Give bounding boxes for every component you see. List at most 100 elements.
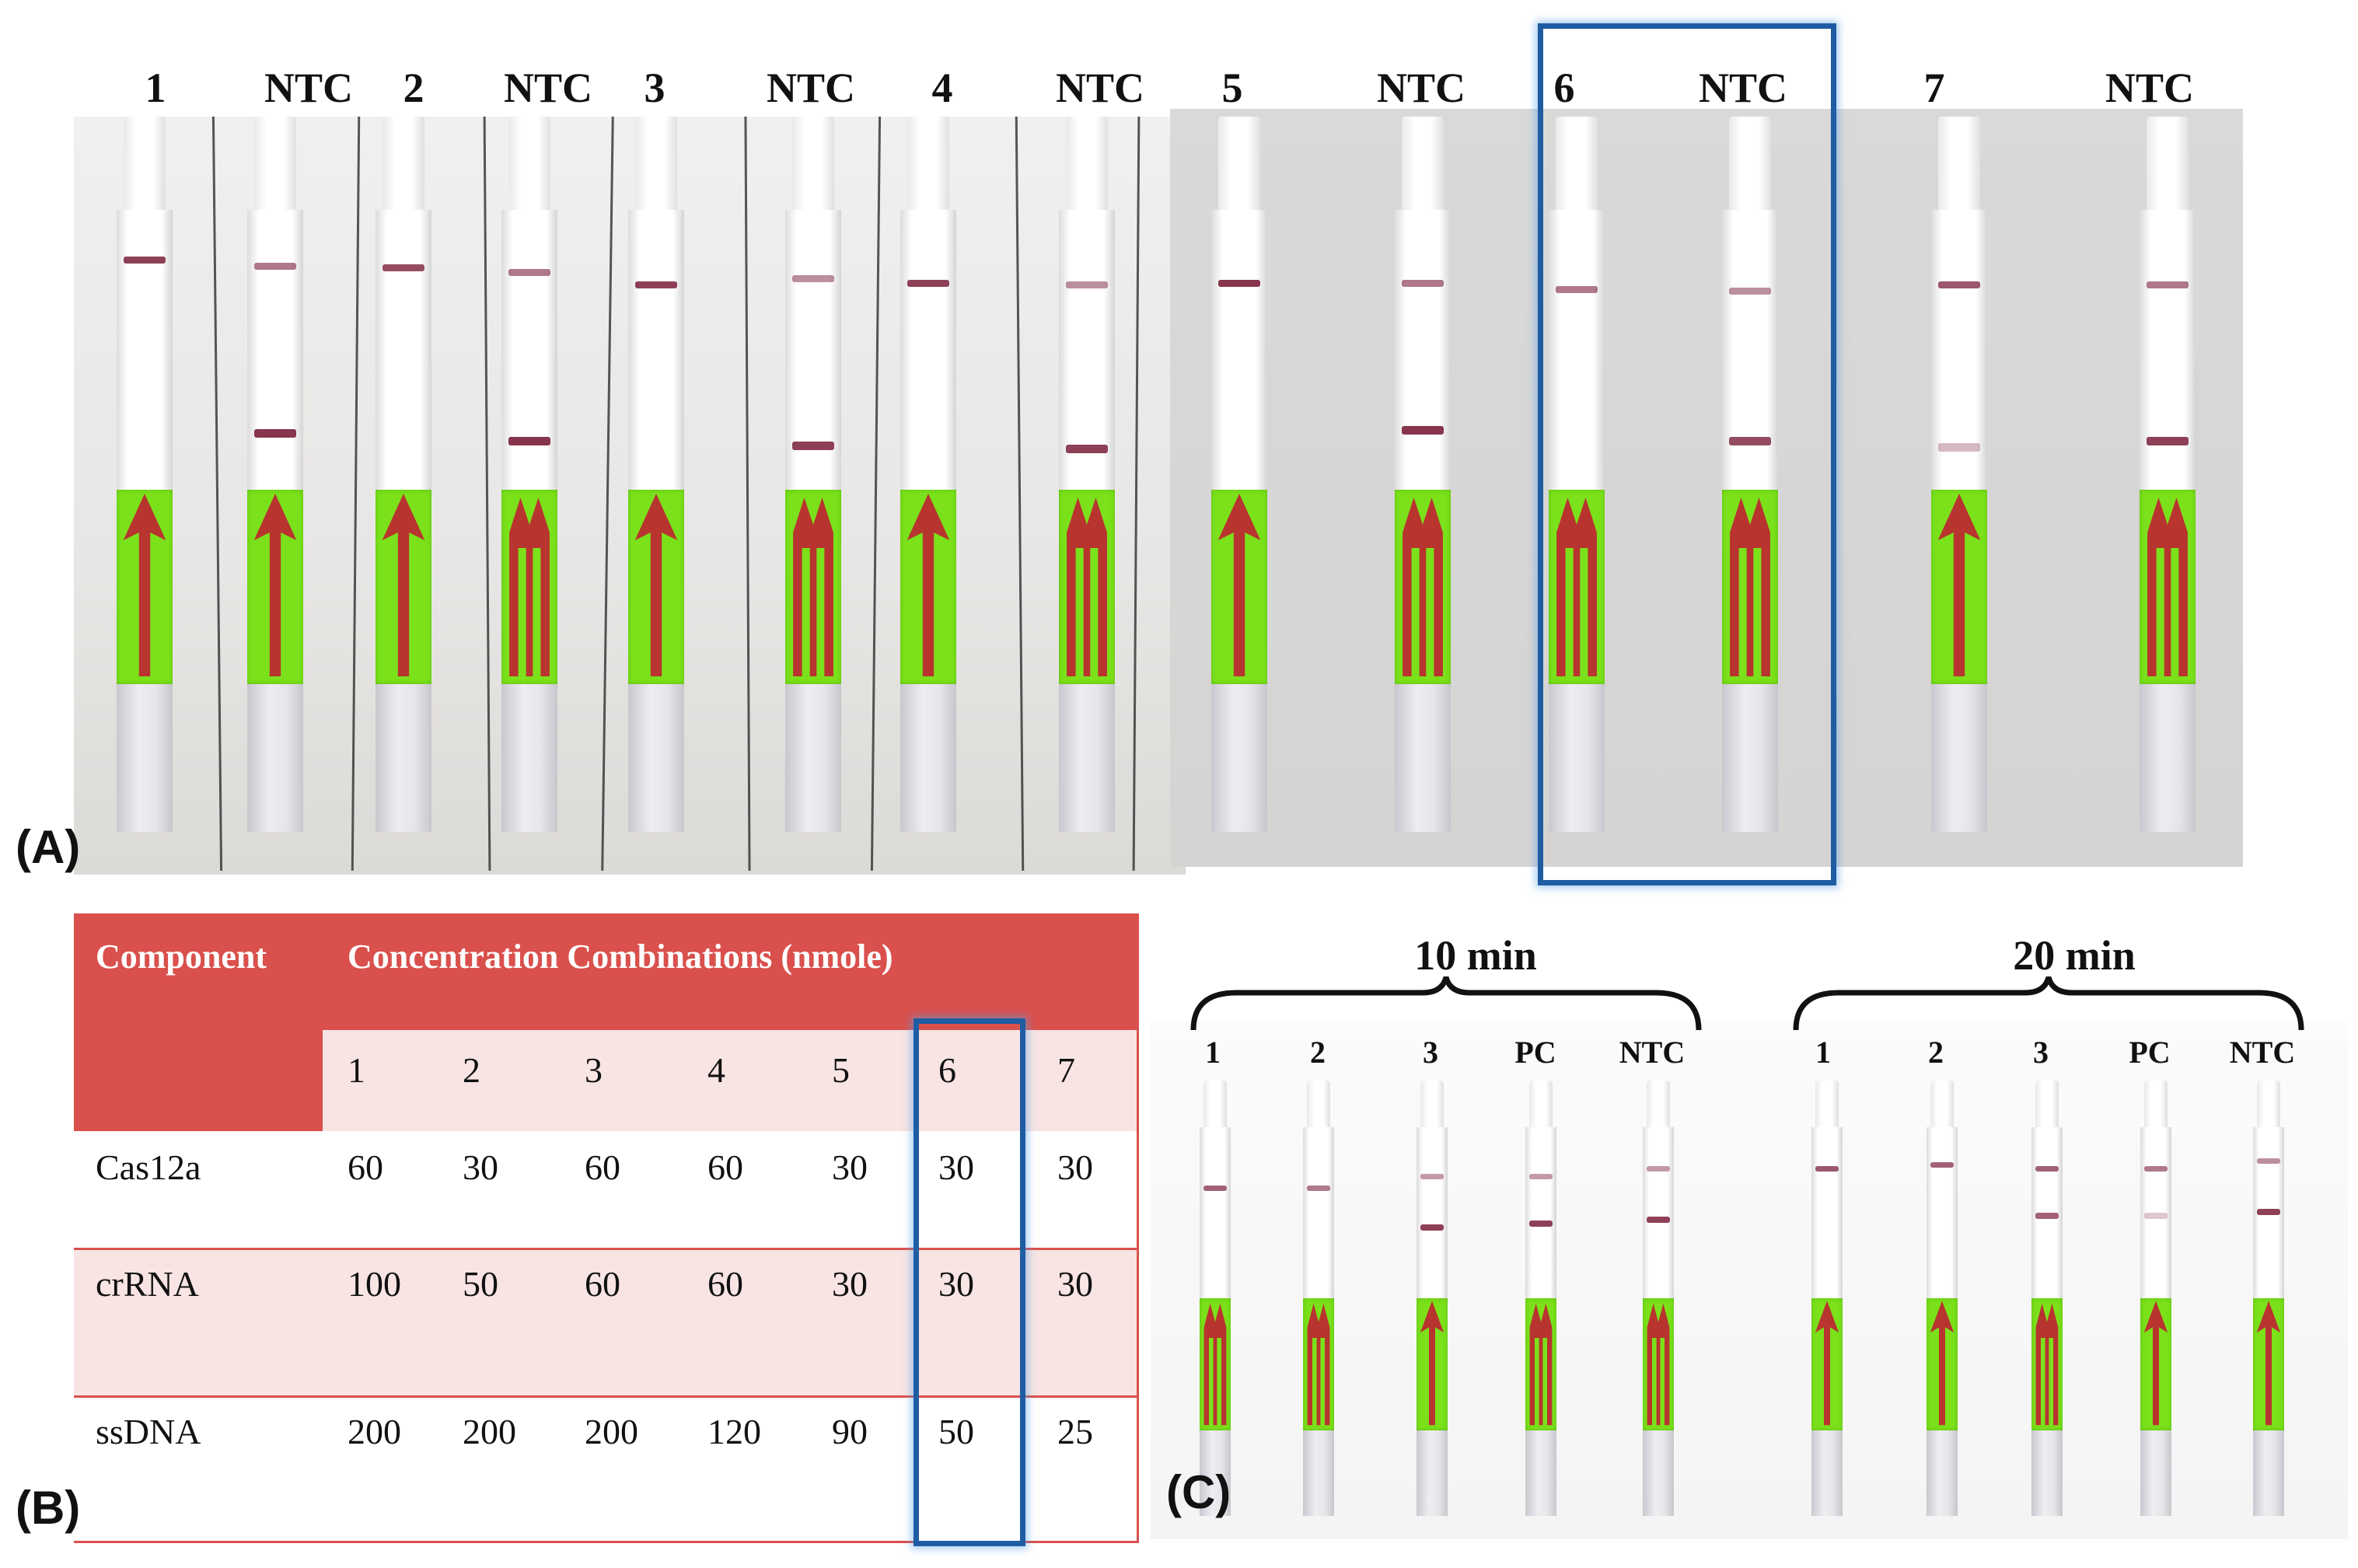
test-strip	[247, 117, 303, 832]
strip-absorbent-pad	[1811, 1430, 1843, 1516]
test-strip	[1417, 1081, 1448, 1516]
lane-label: 4	[931, 65, 953, 111]
table-cell: 60	[707, 1264, 743, 1304]
test-strip	[1303, 1081, 1334, 1516]
control-line	[1217, 280, 1261, 287]
arrow-icon	[123, 494, 166, 676]
control-line	[1528, 1174, 1553, 1179]
test-strip	[2140, 1081, 2171, 1516]
strip-absorbent-pad	[2031, 1430, 2063, 1516]
strip-neck	[1217, 117, 1261, 210]
table-cell: 30	[938, 1147, 974, 1187]
lane-label: 5	[1221, 65, 1243, 111]
table-cell: 25	[1057, 1412, 1093, 1451]
test-line	[2146, 437, 2189, 445]
strip-body	[1211, 210, 1267, 490]
strip-body	[1395, 210, 1451, 490]
strip-neck	[1306, 1081, 1331, 1127]
lane-label-10-min: 2	[1310, 1035, 1326, 1070]
strip-neck	[253, 117, 297, 210]
sample-pad-arrow	[785, 490, 841, 684]
table-cell: 50	[463, 1264, 498, 1304]
strip-body	[117, 210, 173, 490]
table-header-concentration: Concentration Combinations (nmole)	[348, 938, 893, 976]
row-name: ssDNA	[96, 1412, 201, 1451]
highlight-box-column-6	[914, 1018, 1025, 1546]
arrow-icon	[2143, 1301, 2168, 1426]
control-line	[1815, 1166, 1839, 1172]
arrow-icon	[2035, 1303, 2059, 1426]
sample-pad-arrow	[1927, 1298, 1958, 1430]
strip-neck	[907, 117, 950, 210]
strip-body	[1417, 1127, 1448, 1298]
strip-body	[247, 210, 303, 490]
lane-label: 2	[403, 65, 424, 111]
test-line	[2143, 1213, 2168, 1219]
strip-neck	[2143, 1081, 2168, 1127]
test-strip	[1549, 117, 1605, 832]
test-line	[508, 437, 551, 445]
arrow-icon	[2256, 1301, 2281, 1426]
arrow-icon	[1307, 1303, 1330, 1426]
control-line	[1555, 286, 1598, 293]
strip-neck	[1728, 117, 1772, 210]
control-line	[123, 257, 166, 264]
control-line	[2035, 1166, 2059, 1172]
test-strip	[628, 117, 684, 832]
strip-neck	[1815, 1081, 1839, 1127]
table-divider	[74, 1248, 1139, 1250]
arrow-icon	[1529, 1303, 1553, 1426]
lane-label: 6	[1553, 65, 1575, 111]
sample-pad-arrow	[1549, 490, 1605, 684]
strip-absorbent-pad	[1927, 1430, 1958, 1516]
time-label-10-min: 10 min	[1414, 932, 1537, 979]
arrow-icon	[509, 498, 550, 676]
sample-pad-arrow	[1643, 1298, 1674, 1430]
arrow-icon	[1556, 498, 1597, 676]
strip-neck	[1930, 1081, 1955, 1127]
strip-neck	[1937, 117, 1981, 210]
test-strip	[1211, 117, 1267, 832]
lane-label: NTC	[503, 65, 593, 111]
table-divider	[74, 1395, 1139, 1398]
sample-pad-arrow	[1811, 1298, 1843, 1430]
table-row-bg	[74, 1248, 1139, 1395]
strip-absorbent-pad	[900, 684, 956, 832]
test-strip	[117, 117, 173, 832]
arrow-icon	[1815, 1301, 1839, 1426]
test-line	[253, 429, 297, 438]
strip-body	[1643, 1127, 1674, 1298]
strip-absorbent-pad	[1303, 1430, 1334, 1516]
test-strip	[1811, 1081, 1843, 1516]
lane-label: 3	[644, 65, 665, 111]
test-strip	[2031, 1081, 2063, 1516]
strip-absorbent-pad	[785, 684, 841, 832]
strip-neck	[1203, 1081, 1228, 1127]
strip-body	[1811, 1127, 1843, 1298]
concentration-table: Component Concentration Combinations (nm…	[74, 913, 1139, 1546]
test-line	[1937, 443, 1981, 452]
sample-pad-arrow	[1395, 490, 1451, 684]
table-cell: 90	[832, 1412, 868, 1451]
strip-absorbent-pad	[2253, 1430, 2284, 1516]
control-line	[1420, 1174, 1444, 1179]
strip-neck	[1646, 1081, 1671, 1127]
lane-label: NTC	[264, 65, 354, 111]
strip-neck	[634, 117, 678, 210]
sample-pad-arrow	[1059, 490, 1115, 684]
arrow-icon	[1937, 494, 1981, 676]
strip-neck	[123, 117, 166, 210]
test-strip	[1722, 117, 1778, 832]
test-line	[1528, 1221, 1553, 1227]
panel-a-photo-right	[1170, 109, 2243, 867]
strip-neck	[2146, 117, 2189, 210]
test-strip	[2140, 117, 2196, 832]
sample-pad-arrow	[1722, 490, 1778, 684]
arrow-icon	[793, 498, 833, 676]
arrow-icon	[1203, 1303, 1227, 1426]
table-cell: 30	[832, 1264, 868, 1304]
test-strip	[1200, 1081, 1231, 1516]
strip-body	[900, 210, 956, 490]
test-strip	[1643, 1081, 1674, 1516]
strip-absorbent-pad	[376, 684, 431, 832]
